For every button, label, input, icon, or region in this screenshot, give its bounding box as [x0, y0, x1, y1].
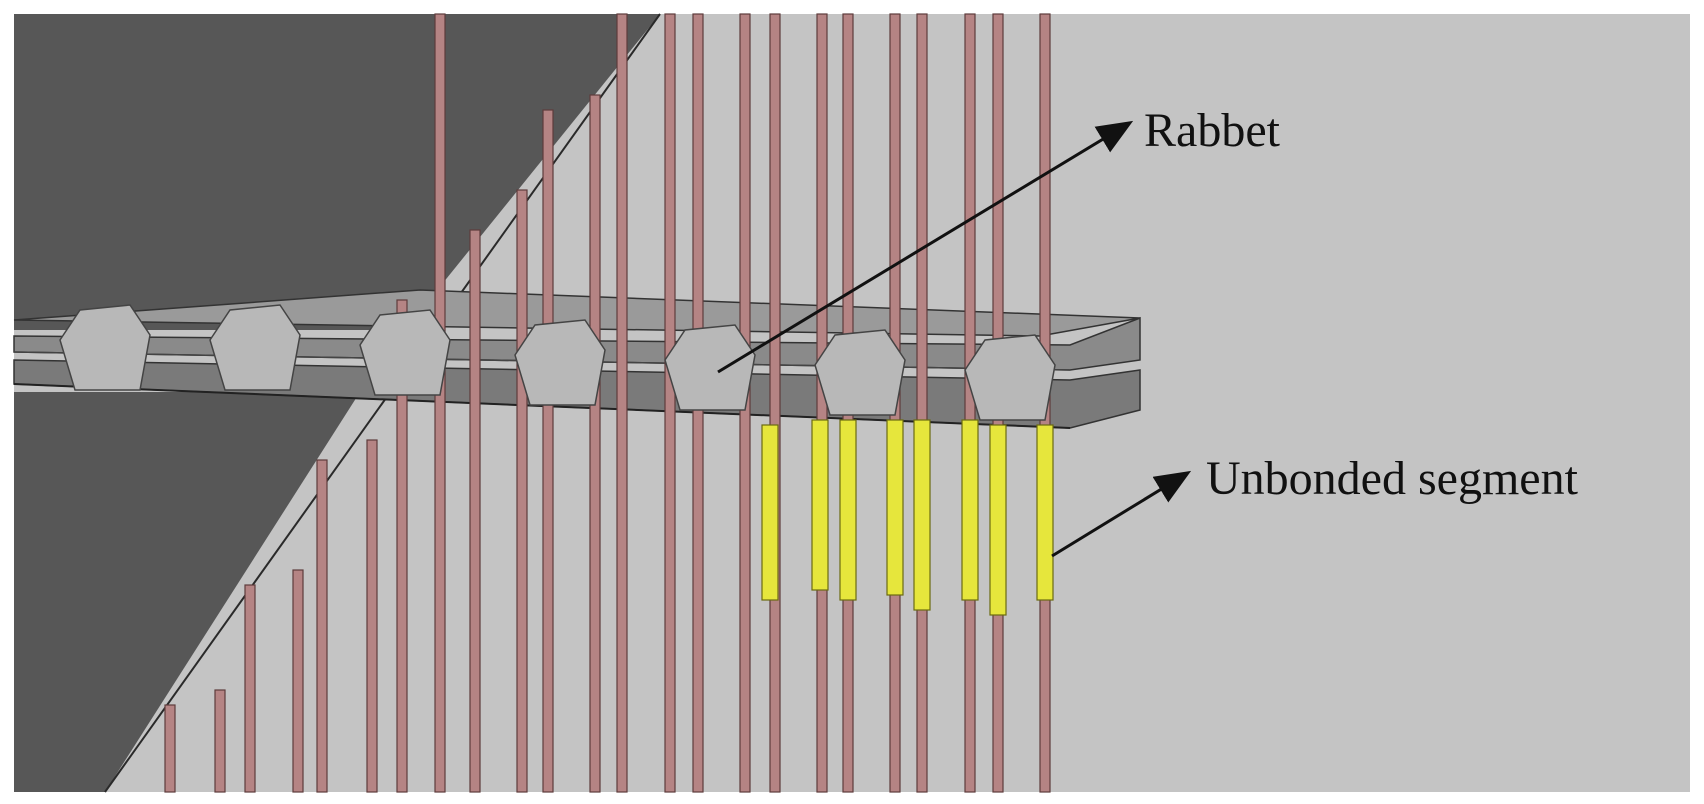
- rebar-17: [816, 13, 828, 793]
- rabbet-key-group: [59, 304, 1056, 421]
- rebar-4: [316, 459, 328, 793]
- unbonded-segment-label: Unbonded segment: [1206, 452, 1579, 505]
- rabbet-arrow: [717, 120, 1134, 374]
- unbonded-sleeve-1: [811, 419, 829, 591]
- rebar-16: [769, 13, 781, 793]
- unbonded-sleeve-3: [886, 419, 904, 596]
- rebar-10: [542, 109, 554, 793]
- rabbet-key-3: [514, 319, 606, 406]
- rebar-8: [469, 229, 481, 793]
- rebar-21: [964, 13, 976, 793]
- unbonded-sleeve-4: [913, 419, 931, 611]
- rabbet-key-5: [814, 329, 906, 416]
- unbonded-segment-arrow: [1051, 470, 1192, 558]
- rebar-11: [589, 94, 601, 793]
- rabbet-key-0: [59, 304, 151, 391]
- unbonded-sleeve-0: [761, 424, 779, 601]
- unbonded-sleeve-5: [961, 419, 979, 601]
- rebar-3: [292, 569, 304, 793]
- rebar-6: [396, 299, 408, 793]
- rebar-20: [916, 13, 928, 793]
- dark-wall-lower: [14, 392, 360, 792]
- unbonded-sleeve-6: [989, 424, 1007, 616]
- wall-edge-line: [104, 13, 661, 793]
- rebar-2: [244, 584, 256, 793]
- unbonded-sleeve-group: [761, 419, 1054, 616]
- rabbet-key-2: [359, 309, 451, 396]
- unbonded-sleeve-7: [1036, 424, 1054, 601]
- rabbet-label: Rabbet: [1144, 104, 1281, 157]
- rebar-1: [214, 689, 226, 793]
- rebar-0: [164, 704, 176, 793]
- rabbet-key-1: [209, 304, 301, 391]
- rebar-12: [616, 13, 628, 793]
- rebar-9: [516, 189, 528, 793]
- unbonded-sleeve-2: [839, 419, 857, 601]
- dark-wall-upper: [14, 14, 660, 330]
- rebar-5: [366, 439, 378, 793]
- rabbet-key-6: [964, 334, 1056, 421]
- rebar-13: [664, 13, 676, 793]
- rebar-7: [434, 13, 446, 793]
- rabbet-key-4: [664, 324, 756, 411]
